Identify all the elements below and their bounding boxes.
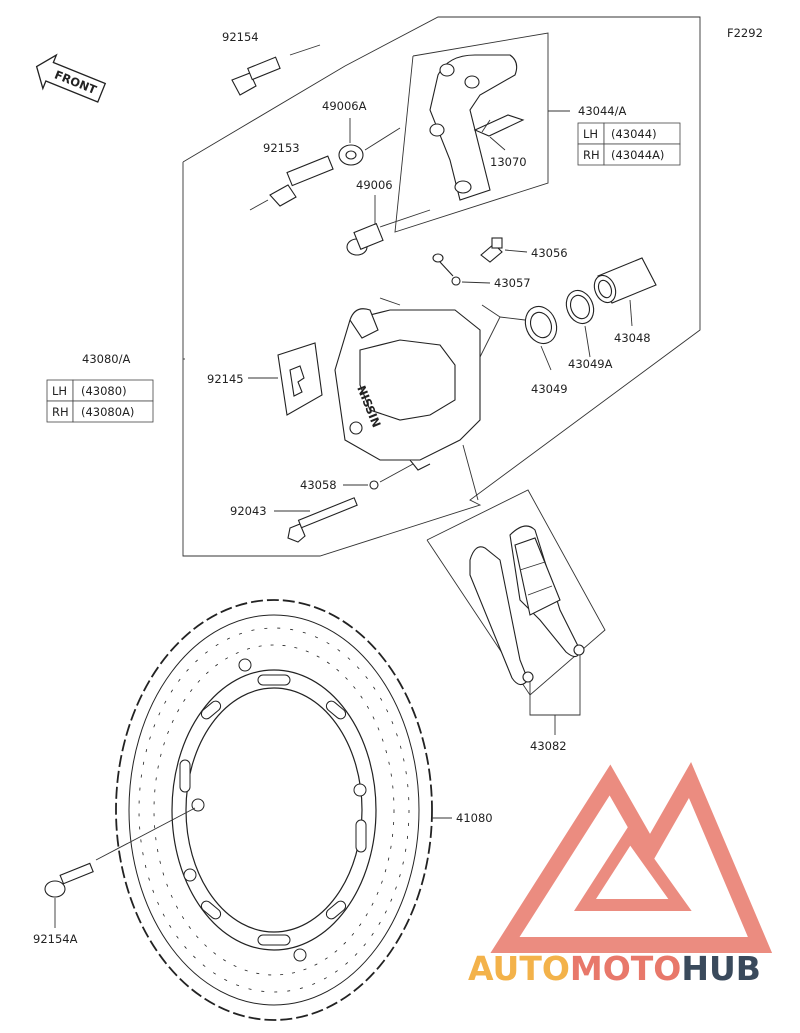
label-43048: 43048: [614, 331, 651, 345]
caliper-table-side-rh: RH: [52, 405, 69, 419]
spring-92145: [277, 342, 323, 416]
label-43056: 43056: [531, 246, 568, 260]
seal-43058: [369, 480, 379, 490]
label-43049A: 43049A: [568, 357, 613, 371]
seal-43049A: [565, 289, 595, 325]
bracket-table-part-rh: (43044A): [611, 148, 664, 162]
figure-code: F2292: [727, 26, 763, 40]
watermark-word-hub: HUB: [681, 949, 761, 988]
brake-pad-outer: [469, 546, 529, 686]
label-92154A: 92154A: [33, 932, 78, 946]
label-41080: 41080: [456, 811, 493, 825]
watermark-text: AUTOMOTOHUB: [468, 949, 761, 988]
bracket-table-side-lh: LH: [583, 127, 598, 141]
pad-group-outline: [426, 489, 606, 696]
pin-92043: [287, 497, 358, 543]
label-92145: 92145: [207, 372, 244, 386]
caliper-table-side-lh: LH: [52, 384, 67, 398]
label-92153: 92153: [263, 141, 300, 155]
bracket-43044: [429, 54, 518, 201]
bracket-table-part-lh: (43044): [611, 127, 657, 141]
washer-49006A: [338, 144, 364, 166]
sleeve-49006: [346, 222, 384, 256]
front-arrow-icon: FRONT: [35, 53, 107, 103]
caliper-body: NISSIN: [334, 308, 481, 471]
caliper-table-part-rh: (43080A): [81, 405, 134, 419]
bracket-table-side-rh: RH: [583, 148, 600, 162]
caliper-table-part-lh: (43080): [81, 384, 127, 398]
label-13070: 13070: [490, 155, 527, 169]
piston-43048: [593, 257, 657, 304]
label-92154: 92154: [222, 30, 259, 44]
pin-92153: [269, 155, 334, 207]
brake-pad-inner: [509, 525, 581, 658]
bracket-variant-table: LH (43044) RH (43044A): [577, 122, 681, 166]
label-43080A: 43080/A: [82, 352, 130, 366]
bleeder-43056: [480, 237, 503, 263]
seal-43049: [524, 305, 558, 345]
caliper-variant-table: LH (43080) RH (43080A): [46, 379, 154, 423]
bracket-group-outline: [394, 32, 549, 233]
cap-43057: [432, 253, 461, 286]
label-49006: 49006: [356, 178, 393, 192]
clip-13070: [473, 114, 525, 137]
brake-disc-41080: [115, 599, 433, 1021]
label-43058: 43058: [300, 478, 337, 492]
label-43057: 43057: [494, 276, 531, 290]
watermark-logo-icon: [490, 762, 773, 953]
bolt-92154A: [44, 862, 94, 898]
label-43044A: 43044/A: [578, 104, 626, 118]
label-43082: 43082: [530, 739, 567, 753]
watermark-word-moto: MOTO: [570, 949, 681, 988]
caliper-group-outline: [182, 16, 701, 557]
label-49006A: 49006A: [322, 99, 367, 113]
watermark-word-auto: AUTO: [468, 949, 570, 988]
label-43049: 43049: [531, 382, 568, 396]
label-92043: 92043: [230, 504, 267, 518]
bolt-92154: [231, 56, 281, 96]
